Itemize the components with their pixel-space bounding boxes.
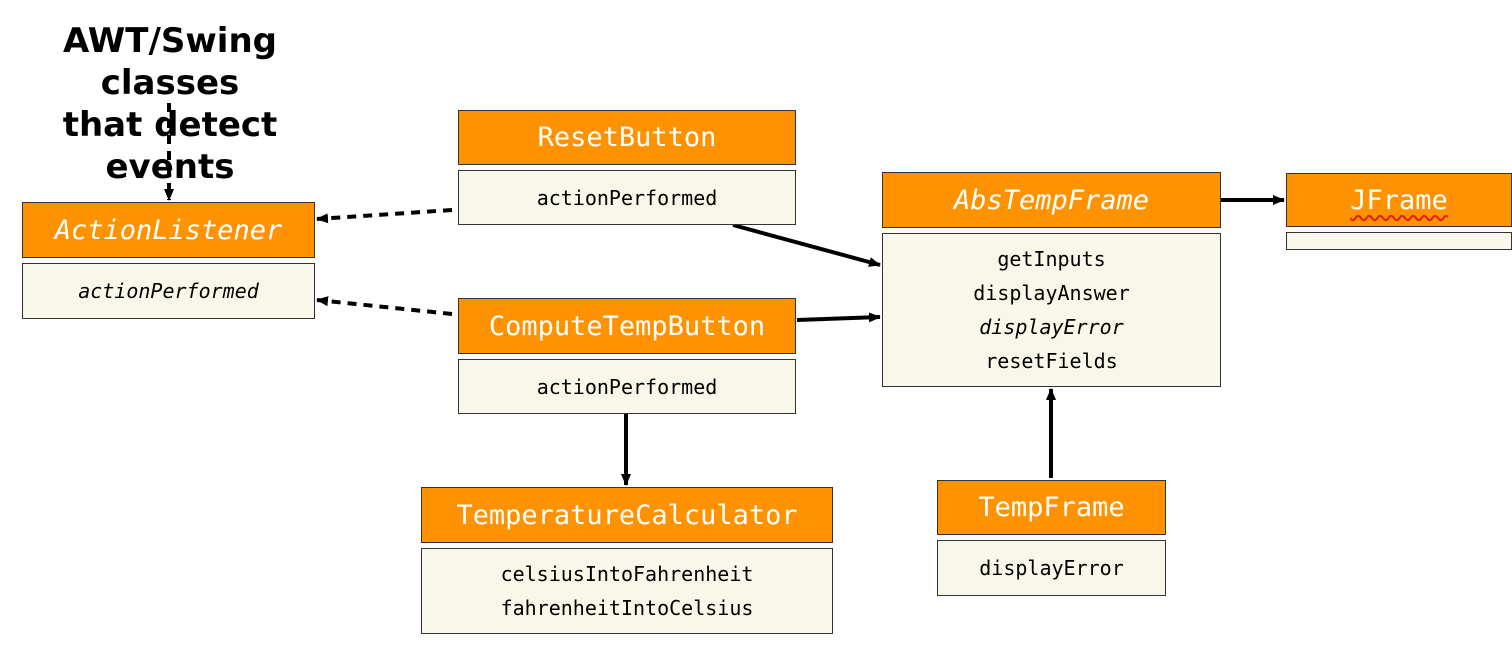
computetempbutton-class-methods: actionPerformed — [458, 359, 796, 414]
jframe-class-methods — [1286, 232, 1512, 250]
abstempframe-class-methods: getInputs displayAnswer displayError res… — [882, 233, 1221, 387]
resetbutton-class-name: ResetButton — [537, 122, 717, 153]
abstempframe-method: displayError — [979, 315, 1124, 339]
tempframe-class-methods: displayError — [937, 540, 1166, 596]
arrow-resetbutton-to-abstempframe — [732, 223, 881, 267]
temperaturecalculator-class-header: TemperatureCalculator — [421, 487, 833, 543]
temperaturecalculator-method: fahrenheitIntoCelsius — [500, 596, 754, 620]
actionlistener-class-methods: actionPerformed — [22, 263, 315, 319]
abstempframe-class-name: AbsTempFrame — [953, 184, 1150, 216]
resetbutton-method: actionPerformed — [536, 185, 718, 210]
temperaturecalculator-class-name: TemperatureCalculator — [456, 499, 798, 531]
actionlistener-method: actionPerformed — [78, 279, 259, 303]
computetempbutton-method: actionPerformed — [536, 374, 718, 399]
computetempbutton-class-header: ComputeTempButton — [458, 298, 796, 354]
actionlistener-class-header: ActionListener — [22, 202, 315, 258]
computetempbutton-class-name: ComputeTempButton — [488, 310, 766, 342]
abstempframe-class-header: AbsTempFrame — [882, 172, 1221, 228]
tempframe-class-header: TempFrame — [937, 480, 1166, 535]
jframe-class-header: JFrame — [1286, 173, 1512, 227]
actionlistener-class-name: ActionListener — [54, 214, 283, 246]
caption-line-1: AWT/Swing classes — [63, 21, 277, 103]
temperaturecalculator-method: celsiusIntoFahrenheit — [500, 562, 754, 586]
arrow-computebutton-to-actionlistener — [316, 296, 453, 316]
tempframe-class-name: TempFrame — [978, 492, 1125, 523]
caption-line-2: that detect events — [62, 105, 278, 187]
abstempframe-method: resetFields — [985, 349, 1118, 373]
abstempframe-method: getInputs — [997, 247, 1106, 271]
tempframe-method: displayError — [979, 556, 1124, 580]
arrow-resetbutton-to-actionlistener — [316, 208, 453, 224]
abstempframe-method: displayAnswer — [973, 281, 1130, 305]
events-caption: AWT/Swing classes that detect events — [0, 20, 340, 188]
jframe-class-name: JFrame — [1350, 184, 1448, 216]
resetbutton-class-header: ResetButton — [458, 110, 796, 165]
arrow-computebutton-to-abstempframe — [796, 312, 881, 323]
resetbutton-class-methods: actionPerformed — [458, 170, 796, 225]
temperaturecalculator-class-methods: celsiusIntoFahrenheit fahrenheitIntoCels… — [421, 548, 833, 634]
